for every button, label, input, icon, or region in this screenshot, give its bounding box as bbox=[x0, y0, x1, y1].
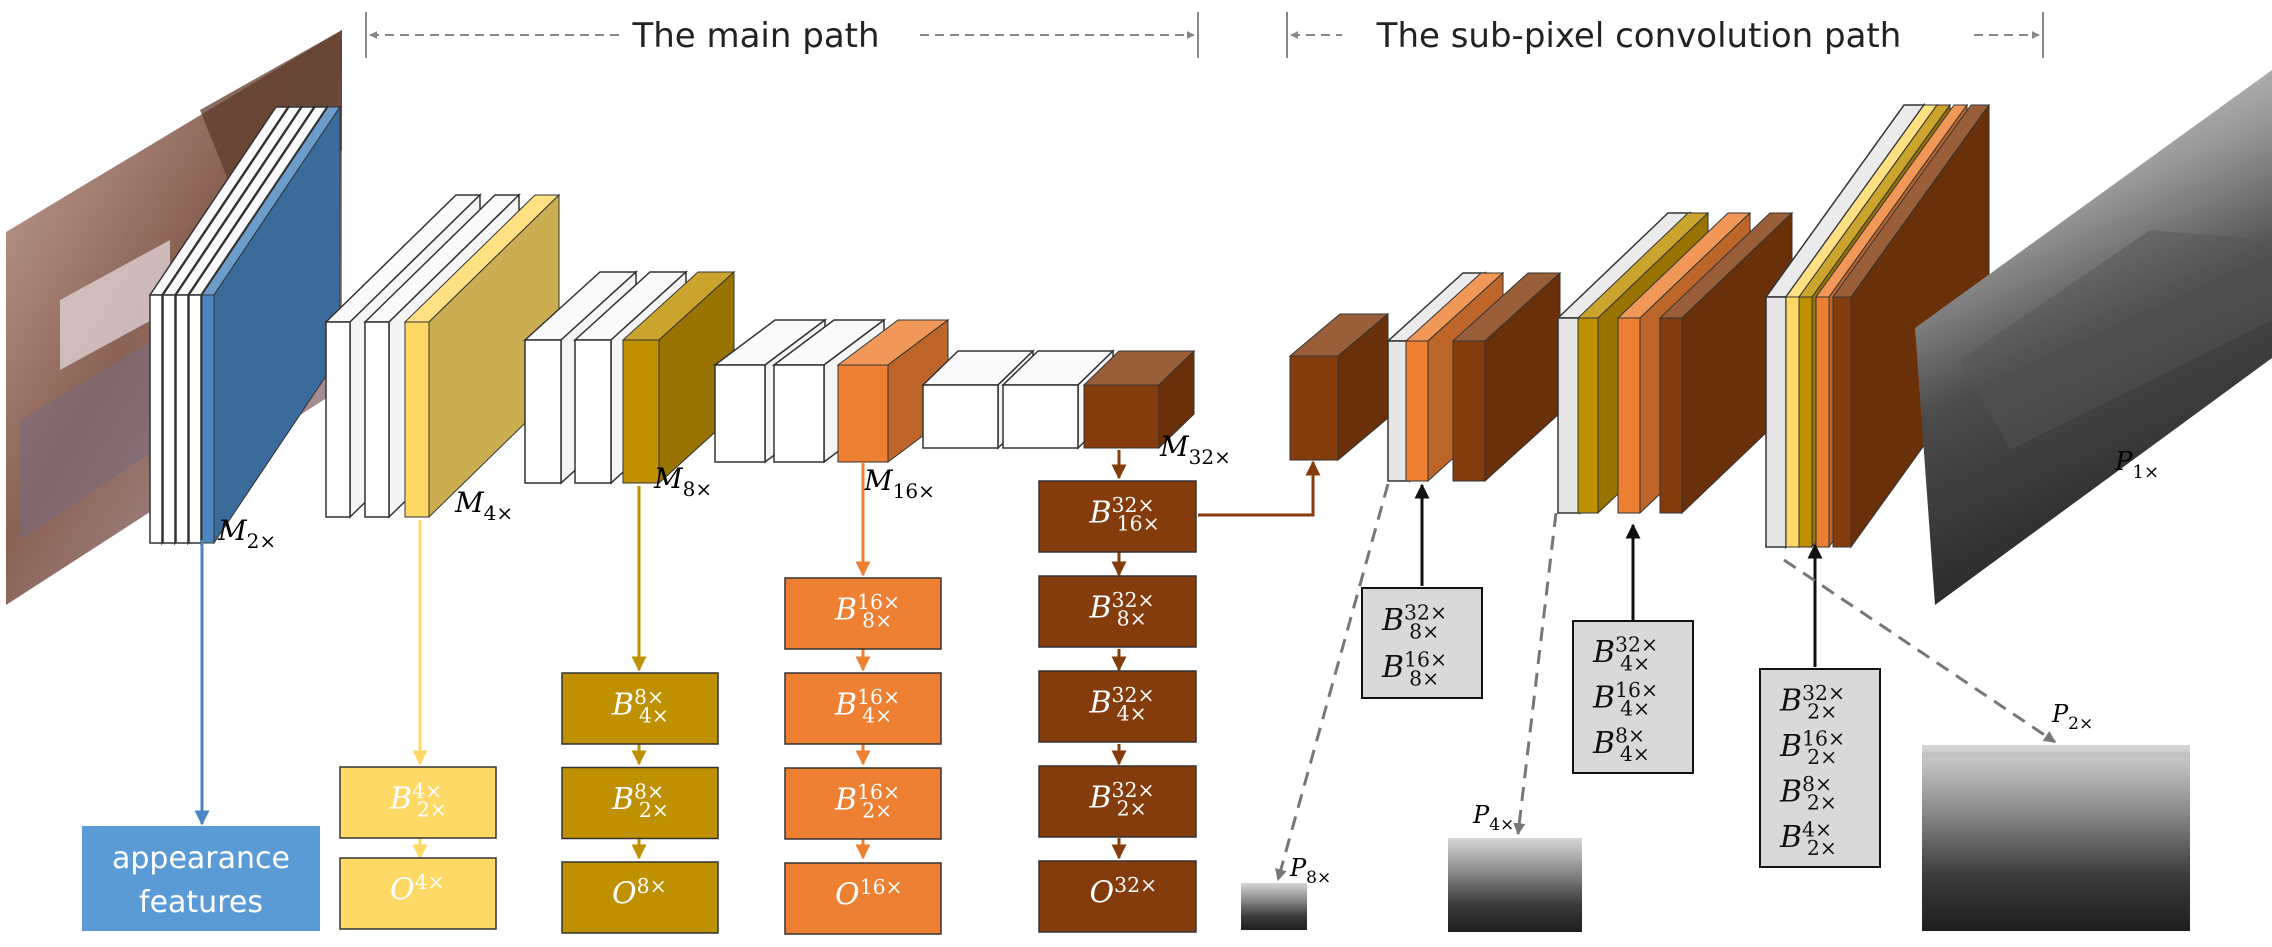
col8-box-1: B8×2× bbox=[561, 766, 719, 840]
col8-box-0: B8×4× bbox=[561, 672, 719, 745]
symbol-b: B16×4× bbox=[1592, 678, 1658, 721]
label-m8: M8× bbox=[653, 462, 712, 501]
symbol-o: O32× bbox=[1090, 873, 1158, 911]
symbol-b: B32×8× bbox=[1381, 601, 1447, 644]
layer-m4-yellow bbox=[403, 193, 561, 519]
symbol-b: B16×8× bbox=[1381, 648, 1447, 691]
col8-box-2: O8× bbox=[561, 861, 719, 934]
symbol-b: B8×2× bbox=[611, 780, 669, 823]
symbol-b: B16×8× bbox=[834, 590, 900, 633]
label-m2: M2× bbox=[217, 514, 276, 553]
prediction-image-p8: P8× bbox=[1241, 854, 1331, 930]
col16-box-3: O16× bbox=[784, 862, 942, 935]
symbol-o: O8× bbox=[612, 874, 667, 912]
label-p8: P8× bbox=[1289, 854, 1331, 888]
layer-m2-blue bbox=[201, 105, 341, 545]
symbol-b: B16×2× bbox=[1779, 726, 1845, 769]
label-m32: M32× bbox=[1159, 430, 1231, 469]
gray-box-4x: B32×4×B16×4×B8×4× bbox=[1572, 620, 1694, 774]
symbol-b: B8×4× bbox=[1592, 723, 1650, 766]
col4-box-0: B4×2× bbox=[339, 766, 497, 839]
col16-box-1: B16×4× bbox=[784, 672, 942, 745]
col32-box-2: B32×4× bbox=[1038, 670, 1197, 743]
symbol-b: B32×4× bbox=[1592, 633, 1658, 676]
col32-box-1: B32×8× bbox=[1038, 575, 1197, 648]
layer-m32-brown bbox=[1082, 349, 1196, 450]
gray-box-8x: B32×8×B16×8× bbox=[1361, 587, 1483, 699]
prediction-image-p2: P2× bbox=[1922, 700, 2190, 931]
layer-dec8-brown bbox=[1451, 271, 1562, 483]
subpixel-path-title: The sub-pixel convolution path bbox=[1376, 16, 1902, 56]
col4-box-1: O4× bbox=[339, 857, 497, 930]
appearance-features-line2: features bbox=[139, 885, 263, 920]
symbol-o: O16× bbox=[835, 875, 903, 913]
col16-box-2: B16×2× bbox=[784, 767, 942, 840]
symbol-b: B4×2× bbox=[389, 779, 447, 822]
symbol-b: B16×4× bbox=[834, 685, 900, 728]
subpixel-path-header: The sub-pixel convolution path bbox=[1286, 12, 2044, 58]
main-path-title: The main path bbox=[631, 16, 879, 56]
prediction-image-p1: P1× bbox=[1915, 70, 2272, 605]
label-p2: P2× bbox=[2051, 700, 2093, 734]
symbol-o: O4× bbox=[390, 870, 445, 908]
appearance-features-box: appearance features bbox=[82, 826, 320, 931]
symbol-b: B32×8× bbox=[1089, 588, 1155, 631]
col32-box-4: O32× bbox=[1038, 860, 1197, 933]
label-m4: M4× bbox=[454, 486, 513, 525]
connectors bbox=[194, 450, 2056, 882]
label-m16: M16× bbox=[863, 464, 935, 503]
symbol-b: B32×2× bbox=[1089, 778, 1155, 821]
col32-box-3: B32×2× bbox=[1038, 765, 1197, 838]
layer-dec4-brown bbox=[1658, 211, 1794, 515]
symbol-b: B32×2× bbox=[1779, 681, 1845, 724]
symbol-b: B8×2× bbox=[1779, 772, 1837, 815]
symbol-b: B4×2× bbox=[1779, 817, 1837, 860]
label-p1: P1× bbox=[2114, 447, 2159, 483]
gray-box-2x: B32×2×B16×2×B8×2×B4×2× bbox=[1759, 668, 1881, 868]
label-p4: P4× bbox=[1472, 801, 1514, 835]
prediction-image-p4: P4× bbox=[1448, 801, 1582, 932]
layer-blocks bbox=[148, 102, 1990, 550]
col16-box-0: B16×8× bbox=[784, 577, 942, 650]
symbol-b: B32×4× bbox=[1089, 683, 1155, 726]
symbol-b: B8×4× bbox=[611, 685, 669, 728]
output-boxes: B4×2× O4× B8×4× B8×2× O8× B16×8× B16×4× B16×2× O… bbox=[339, 480, 1881, 935]
layer-dec8-input bbox=[1288, 312, 1390, 462]
symbol-b: B16×2× bbox=[834, 780, 900, 823]
symbol-b: B32×16× bbox=[1089, 493, 1160, 536]
main-path-header: The main path bbox=[365, 12, 1199, 58]
col32-box-0: B32×16× bbox=[1038, 480, 1197, 553]
appearance-features-line1: appearance bbox=[112, 841, 290, 876]
